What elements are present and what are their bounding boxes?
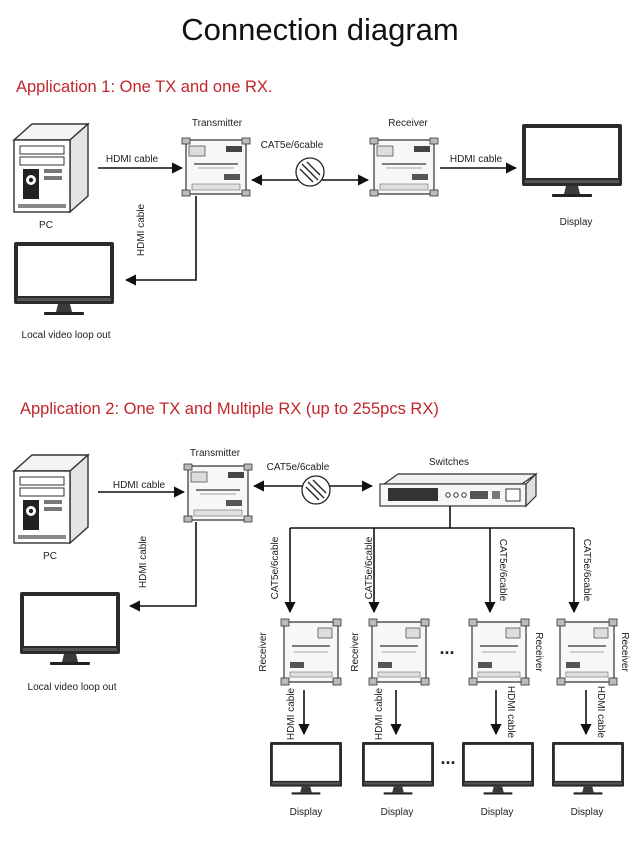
receiver-device — [280, 618, 342, 686]
display-monitor-icon — [522, 124, 622, 197]
hdmi-out-label: HDMI cable — [450, 154, 503, 165]
branch-cat-label: CAT5e/6cable — [270, 536, 281, 599]
cat-cable-label: CAT5e/6cable — [261, 140, 324, 151]
transmitter-label: Transmitter — [192, 118, 243, 129]
pc-tower-icon — [13, 454, 89, 544]
pc-tower-icon — [13, 123, 89, 213]
cat-cable-label: CAT5e/6cable — [267, 462, 330, 473]
branch-display-label: Display — [481, 807, 514, 818]
network-switch-device — [379, 472, 538, 508]
cable-icon — [295, 157, 325, 187]
branch-cat-label: CAT5e/6cable — [364, 536, 375, 599]
hdmi-loop-arrow — [128, 522, 197, 612]
display-label: Display — [560, 217, 593, 228]
transmitter-label: Transmitter — [190, 448, 241, 459]
hdmi-in-label: HDMI cable — [106, 154, 159, 165]
branch-cat-label: CAT5e/6cable — [497, 539, 508, 602]
branch-hdmi-label: HDMI cable — [595, 686, 606, 739]
receiver-device — [369, 137, 439, 197]
branch-display-label: Display — [571, 807, 604, 818]
more-displays-ellipsis: ... — [440, 748, 455, 768]
branch-cat-label: CAT5e/6cable — [581, 539, 592, 602]
transmitter-device — [183, 463, 253, 523]
loop-monitor-icon — [20, 592, 120, 665]
branch-hdmi-label: HDMI cable — [374, 687, 385, 740]
branch-receiver-label: Receiver — [533, 632, 544, 672]
loop-monitor-icon — [14, 242, 114, 315]
display-monitor-icon — [462, 742, 534, 795]
branch-receiver-label: Receiver — [619, 632, 630, 672]
receiver-device — [468, 618, 530, 686]
loop-label: Local video loop out — [28, 682, 117, 693]
display-monitor-icon — [362, 742, 434, 795]
branch-display-label: Display — [290, 807, 323, 818]
more-receivers-ellipsis: ... — [439, 638, 454, 658]
display-monitor-icon — [270, 742, 342, 795]
branch-hdmi-label: HDMI cable — [505, 686, 516, 739]
hdmi-in-label: HDMI cable — [113, 480, 166, 491]
application-1-heading: Application 1: One TX and one RX. — [16, 78, 273, 96]
receiver-device — [368, 618, 430, 686]
pc-label: PC — [39, 220, 53, 231]
switch-label: Switches — [429, 457, 469, 468]
application-2-heading: Application 2: One TX and Multiple RX (u… — [20, 400, 439, 418]
cable-icon — [301, 475, 331, 505]
page-title: Connection diagram — [181, 12, 459, 47]
hdmi-loop-arrow — [124, 196, 197, 286]
receiver-label: Receiver — [388, 118, 428, 129]
branch-display-label: Display — [381, 807, 414, 818]
receiver-device — [556, 618, 618, 686]
hdmi-loop-label: HDMI cable — [136, 203, 147, 256]
hdmi-loop-label: HDMI cable — [138, 535, 149, 588]
branch-receiver-label: Receiver — [350, 632, 361, 672]
branch-receiver-label: Receiver — [258, 632, 269, 672]
display-monitor-icon — [552, 742, 624, 795]
loop-label: Local video loop out — [22, 330, 111, 341]
branch-hdmi-label: HDMI cable — [286, 687, 297, 740]
pc-label: PC — [43, 551, 57, 562]
transmitter-device — [181, 137, 251, 197]
